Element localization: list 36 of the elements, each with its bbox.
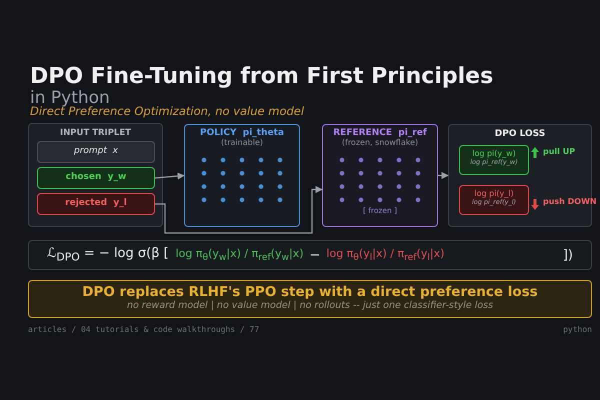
minus-sign: − [310,248,320,262]
model-box [184,124,300,227]
input-box [37,167,155,189]
model-box [322,124,438,227]
panel [28,123,163,227]
panel-title: DPO LOSS [494,128,546,139]
input-text: chosen y_w [64,171,128,184]
box-title: REFERENCE pi_ref [332,127,428,138]
formula-term: log π$_{θ}$(y$_{w}$|x) / π$_{ref}$(y$_{w}$|x) [176,246,304,264]
arrow [438,172,449,180]
footer-text: python [563,325,592,334]
box-subtitle: (frozen, snowflake) [340,138,420,147]
banner-heading: DPO replaces RLHF's PPO step with a direct preference loss [81,283,539,300]
input-box [37,193,155,215]
footer-text: articles / 04 tutorials & code walkthroughs / 77 [28,325,260,334]
logprob-text: log pi(y_w) [471,148,517,158]
formula-text: ℒ$_{DPO}$ = − log σ(β [ [47,246,170,264]
logprob-box [459,185,529,215]
formula-box [28,240,592,270]
logprob-box [459,145,529,175]
formula-text: ]) [562,248,573,262]
panel-title: INPUT TRIPLET [59,127,132,138]
callout-banner [28,280,592,318]
arrow [155,186,323,234]
title: DPO Fine-Tuning from First Principles [30,64,494,89]
arrow [154,172,185,180]
input-text: rejected y_l [64,197,128,210]
box-title: POLICY pi_theta [199,127,285,138]
box-subtitle: (trainable) [220,138,264,147]
logprob-text: log pi(y_l) [473,188,515,198]
annotation-text: push DOWN [543,197,597,206]
input-text: prompt x [73,145,119,158]
formula-term: log π$_{θ}$(y$_{l}$|x) / π$_{ref}$(y$_{l}$|x) [326,246,444,264]
annotation-text: pull UP [543,147,576,156]
banner-text: no reward model | no value model | no rollouts -- just one classifier-style loss [126,300,494,311]
input-box [37,141,155,163]
